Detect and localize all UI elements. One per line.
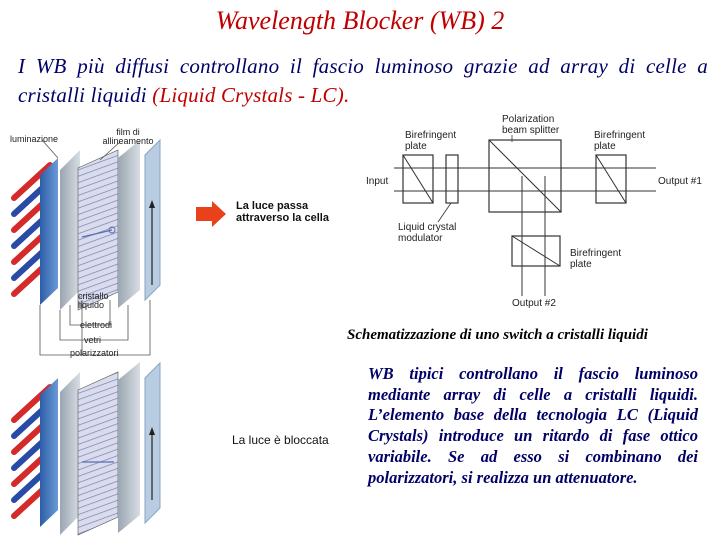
intro-text: I WB più diffusi controllano il fascio l…: [18, 54, 708, 107]
intro-highlight: (Liquid Crystals - LC).: [152, 83, 350, 107]
label-glass: vetri: [84, 335, 102, 345]
label-light-blocked: La luce è bloccata: [232, 433, 329, 447]
label-lc-modulator: Liquid crystal modulator: [398, 222, 457, 244]
label-input: Input: [366, 176, 389, 187]
label-output-2: Output #2: [512, 298, 556, 309]
label-birefringent-left: Birefringent plate: [405, 130, 457, 152]
label-birefringent-right: Birefringent plate: [594, 130, 646, 152]
switch-caption: Schematizzazione di uno switch a cristal…: [347, 327, 648, 343]
intro-paragraph: I WB più diffusi controllano il fascio l…: [18, 52, 708, 110]
lc-switch-schematic: [352, 122, 710, 318]
label-birefringent-bottom: Birefringent plate: [570, 248, 622, 270]
label-alignment-film: film di allineamento: [102, 127, 154, 146]
label-output-1: Output #1: [658, 176, 702, 187]
arrow-pass-icon: [196, 201, 226, 227]
polarizer-left: [40, 158, 58, 305]
label-light-passes: La luce passa attraverso la cella: [236, 200, 329, 224]
label-electrodes: elettrodi: [80, 320, 113, 330]
glass-left: [60, 150, 80, 310]
lc-cell-diagram-bottom: [11, 361, 161, 536]
label-polarizers: polarizzatori: [70, 348, 119, 358]
page-title: Wavelength Blocker (WB) 2: [215, 6, 505, 35]
wb-description: WB tipici controllano il fascio luminoso…: [368, 364, 698, 487]
label-illumination: luminazione: [10, 134, 59, 144]
label-pbs: Polarization beam splitter: [502, 114, 560, 136]
glass-right: [118, 140, 140, 308]
lc-modulator: [445, 154, 459, 204]
lc-cell-diagram-top: [11, 138, 226, 356]
label-liquid-crystal: cristallo liquido: [78, 291, 109, 310]
